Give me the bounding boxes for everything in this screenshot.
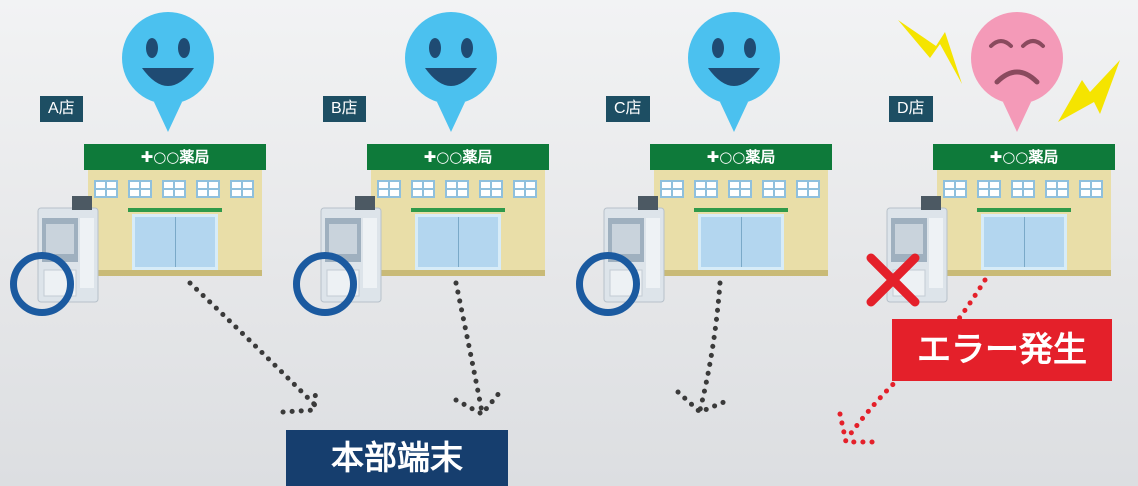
entrance-door bbox=[981, 214, 1067, 270]
pharmacy-building: ✚○○薬局 bbox=[84, 144, 266, 276]
window bbox=[943, 180, 967, 198]
store-c: C店 ✚○○薬局 bbox=[566, 0, 846, 330]
cross-ng-icon bbox=[866, 253, 920, 307]
lightning-icon bbox=[898, 20, 1120, 122]
window bbox=[377, 180, 401, 198]
store-label: C店 bbox=[606, 96, 650, 122]
awning bbox=[128, 208, 222, 212]
store-label: A店 bbox=[40, 96, 83, 122]
window bbox=[977, 180, 1001, 198]
awning bbox=[411, 208, 505, 212]
window bbox=[694, 180, 718, 198]
arrow-b-to-hq bbox=[453, 280, 503, 418]
building-wall bbox=[88, 170, 262, 276]
window bbox=[162, 180, 186, 198]
store-a: A店 ✚○○薬局 bbox=[0, 0, 280, 330]
window bbox=[762, 180, 786, 198]
sad-face-icon bbox=[971, 12, 1063, 132]
happy-face-icon bbox=[122, 12, 214, 132]
store-label: B店 bbox=[323, 96, 366, 122]
arrow-c-to-hq bbox=[675, 280, 727, 415]
store-sign: ✚○○薬局 bbox=[933, 144, 1115, 170]
window bbox=[94, 180, 118, 198]
window bbox=[479, 180, 503, 198]
store-sign: ✚○○薬局 bbox=[84, 144, 266, 170]
store-b: B店 ✚○○薬局 bbox=[283, 0, 563, 330]
window bbox=[128, 180, 152, 198]
store-d: D店 ✚○○薬局 bbox=[849, 0, 1129, 330]
window bbox=[728, 180, 752, 198]
circle-ok-icon bbox=[293, 252, 357, 316]
pharmacy-building: ✚○○薬局 bbox=[367, 144, 549, 276]
window bbox=[230, 180, 254, 198]
hq-terminal-label: 本部端末 bbox=[286, 430, 508, 486]
dispensing-machine-icon bbox=[603, 196, 665, 303]
window bbox=[660, 180, 684, 198]
entrance-door bbox=[415, 214, 501, 270]
entrance-door bbox=[132, 214, 218, 270]
window bbox=[513, 180, 537, 198]
building-wall bbox=[937, 170, 1111, 276]
window bbox=[445, 180, 469, 198]
awning bbox=[977, 208, 1071, 212]
happy-face-icon bbox=[688, 12, 780, 132]
window bbox=[1045, 180, 1069, 198]
circle-ok-icon bbox=[576, 252, 640, 316]
window bbox=[411, 180, 435, 198]
building-wall bbox=[371, 170, 545, 276]
pharmacy-building: ✚○○薬局 bbox=[650, 144, 832, 276]
store-label: D店 bbox=[889, 96, 933, 122]
pharmacy-building: ✚○○薬局 bbox=[933, 144, 1115, 276]
store-sign: ✚○○薬局 bbox=[650, 144, 832, 170]
happy-face-icon bbox=[405, 12, 497, 132]
awning bbox=[694, 208, 788, 212]
window bbox=[196, 180, 220, 198]
error-label: エラー発生 bbox=[892, 319, 1112, 381]
window bbox=[796, 180, 820, 198]
circle-ok-icon bbox=[10, 252, 74, 316]
entrance-door bbox=[698, 214, 784, 270]
window bbox=[1079, 180, 1103, 198]
store-sign: ✚○○薬局 bbox=[367, 144, 549, 170]
building-wall bbox=[654, 170, 828, 276]
window bbox=[1011, 180, 1035, 198]
arrow-a-to-hq bbox=[187, 280, 319, 415]
